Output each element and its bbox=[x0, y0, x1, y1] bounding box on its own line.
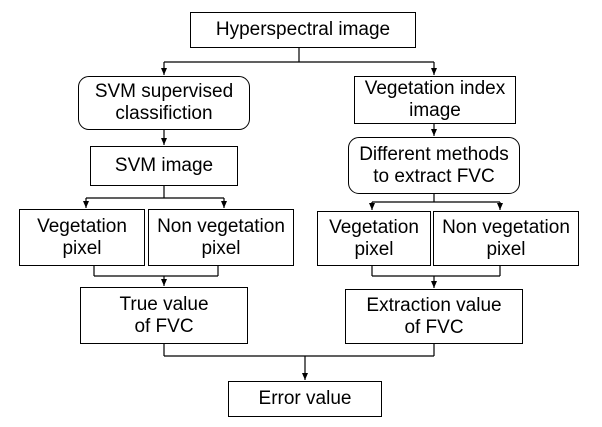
node-svm-image: SVM image bbox=[90, 146, 238, 186]
node-non-vegetation-pixel-right: Non vegetation pixel bbox=[433, 211, 579, 266]
node-extraction-value-fvc: Extraction value of FVC bbox=[345, 289, 523, 344]
node-vegetation-pixel-left: Vegetation pixel bbox=[19, 209, 145, 266]
node-different-methods: Different methods to extract FVC bbox=[348, 137, 520, 194]
node-vegetation-pixel-right: Vegetation pixel bbox=[317, 211, 431, 266]
node-hyperspectral-image: Hyperspectral image bbox=[190, 12, 416, 48]
node-non-vegetation-pixel-left: Non vegetation pixel bbox=[148, 209, 294, 266]
node-svm-classification: SVM supervised classifiction bbox=[78, 76, 250, 130]
node-vegetation-index-image: Vegetation index image bbox=[354, 76, 516, 124]
node-true-value-fvc: True value of FVC bbox=[80, 287, 248, 344]
node-error-value: Error value bbox=[228, 381, 382, 417]
